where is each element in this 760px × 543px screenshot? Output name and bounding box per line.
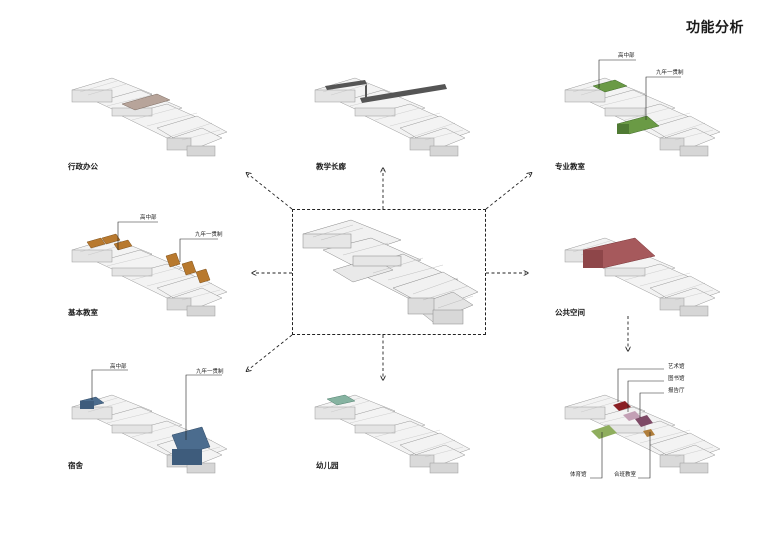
kinder-highlight [326,394,356,406]
caption-basic: 基本教室 [68,308,98,317]
panel-basic [62,228,232,318]
admin-building-model [71,77,228,157]
special-highlight-nine-side [617,124,629,134]
panel-kinder [305,385,475,475]
panel-admin [62,68,232,158]
basic-highlight-high [113,239,133,251]
caption-dorm: 宿舍 [68,461,83,470]
caption-kinder: 幼儿园 [316,461,339,470]
basic-highlight-nine [195,268,211,284]
building-massing [564,394,721,474]
basic-highlight-nine [165,252,181,268]
dorm-highlight-high-side [80,401,94,409]
arrow-to-admin [248,174,293,210]
arrow-to-special [485,174,530,210]
kinder-building-model [314,394,471,474]
corridor-building-model [314,77,471,157]
dorm-highlight-nine-side [172,449,202,465]
callout-library: 图书馆 [668,376,685,382]
dorm-highlight-nine [171,426,211,456]
basic-highlight-high [86,237,106,249]
page-title: 功能分析 [686,20,744,36]
basic-building-model [71,233,228,317]
callout-classroom: 合班教室 [614,472,637,478]
center-masterplan-frame [292,209,486,335]
callout-special-high: 高中部 [618,53,635,59]
callout-basic-nine: 九年一贯制 [195,232,223,238]
corridor-highlight-link [365,84,367,102]
callout-hall: 报告厅 [668,388,685,394]
caption-admin: 行政办公 [68,162,98,171]
panel-corridor [305,68,475,158]
panel-venues [555,385,725,475]
caption-special: 专业教室 [555,162,585,171]
venues-building-model [564,394,721,474]
caption-public: 公共空间 [555,308,585,317]
hall-highlight [635,415,653,427]
callout-special-nine: 九年一贯制 [656,70,684,76]
corridor-highlight-west [325,80,367,90]
gym-highlight [591,425,617,439]
basic-highlight-high [101,233,121,245]
dorm-building-model [71,394,228,474]
arrow-to-dorm [248,334,293,370]
callout-dorm-nine: 九年一贯制 [196,369,224,375]
callout-dorm-high: 高中部 [110,364,127,370]
center-masterplan [302,219,479,325]
admin-highlight [121,93,171,111]
building-grid-lines [79,80,221,141]
building-grid-lines [322,397,464,458]
caption-corridor: 教学长廊 [316,162,346,171]
public-building-model [564,237,721,317]
classroom-highlight [643,429,655,437]
public-highlight-side [583,250,603,268]
panel-public [555,228,725,318]
callout-basic-high: 高中部 [140,215,157,221]
art-highlight [613,401,631,411]
building-massing [71,77,228,157]
callout-gym: 体育馆 [570,472,587,478]
corridor-highlight-main [360,84,447,103]
callout-art: 艺术馆 [668,364,685,370]
panel-dorm [62,385,232,475]
